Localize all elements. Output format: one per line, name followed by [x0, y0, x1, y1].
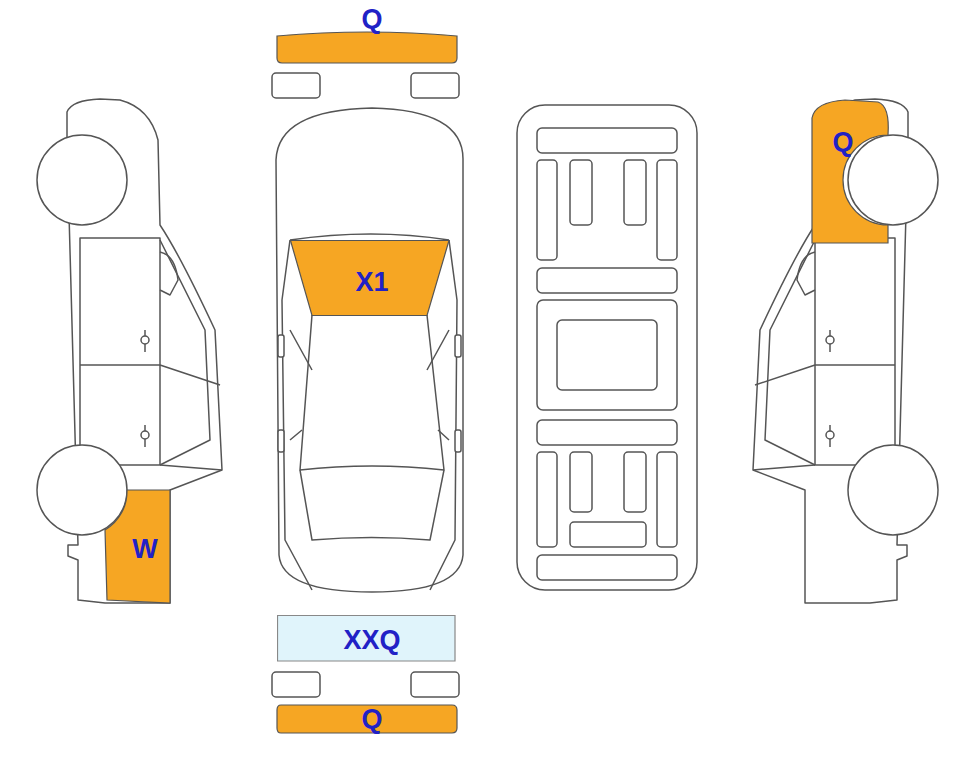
- front-fender: Q: [810, 98, 894, 246]
- front-fender-outline: [812, 100, 888, 243]
- damage-code: Q: [361, 6, 382, 33]
- rear-bumper: Q: [276, 704, 458, 734]
- side-view: [753, 99, 938, 603]
- side-view: [37, 99, 222, 603]
- rear-lamp: [411, 672, 459, 697]
- front-fender-shape: [810, 98, 894, 246]
- damage-code: XXQ: [343, 627, 400, 654]
- damage-code: Q: [361, 706, 382, 733]
- rear-quarter: W: [103, 488, 173, 606]
- rear-lamp: [272, 672, 320, 697]
- front-bumper: Q: [276, 6, 458, 66]
- damage-code: X1: [355, 269, 388, 296]
- underside-view: [517, 105, 697, 590]
- top-view: [276, 108, 463, 592]
- front-bumper-outline: [277, 32, 457, 63]
- rear-panel-outline: [278, 616, 456, 662]
- front-lamp: [272, 73, 320, 98]
- rear-quarter-outline: [105, 490, 170, 603]
- damage-code: Q: [832, 129, 853, 156]
- damage-code: W: [132, 536, 157, 563]
- windshield-outline: [291, 241, 450, 316]
- windshield: X1: [290, 240, 450, 317]
- front-lamp: [411, 73, 459, 98]
- rear-panel: XXQ: [277, 615, 456, 662]
- rear-bumper-outline: [277, 705, 457, 733]
